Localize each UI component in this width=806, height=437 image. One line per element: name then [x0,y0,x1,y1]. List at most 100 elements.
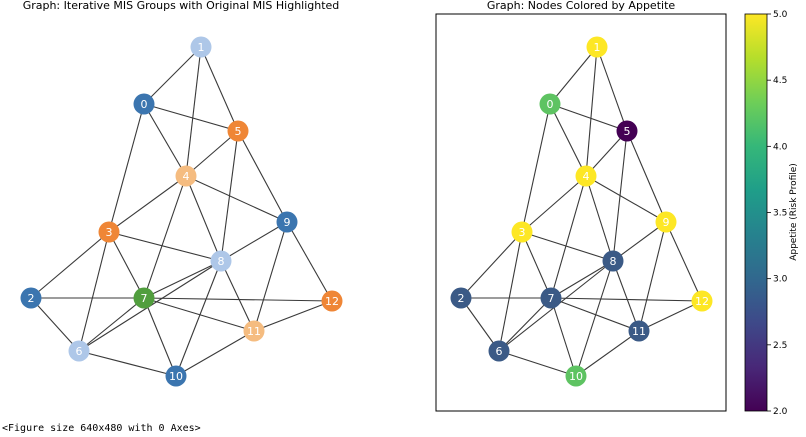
colorbar-tick-label-3.5: 3.5 [773,209,787,219]
right-node-circle-0 [539,93,561,115]
right-node-label-8: 8 [610,255,617,268]
right-edge-2-6 [460,297,500,352]
left-edge-7-6 [78,297,145,352]
left-edge-8-7 [143,260,222,299]
colorbar-ticks: 2.02.53.03.54.04.55.0 [767,10,788,417]
right-edge-7-10 [550,297,577,377]
left-edge-0-4 [143,103,187,177]
colorbar-tick-label-2.0: 2.0 [773,407,788,417]
right-edge-7-11 [550,297,640,332]
left-node-label-9: 9 [284,216,291,229]
left-node-circle-9 [276,211,298,233]
right-edge-3-6 [498,231,523,352]
left-edge-3-7 [108,231,145,299]
left-edge-0-1 [143,46,202,105]
left-edge-3-6 [78,231,110,352]
left-edge-9-11 [253,221,288,332]
right-node-3: 3 [511,221,533,243]
right-node-circle-9 [655,211,677,233]
left-edge-5-4 [185,130,239,177]
left-edge-4-7 [143,175,187,299]
colorbar-label: Appetite (Risk Profile) [789,163,799,261]
right-node-4: 4 [575,165,597,187]
left-edge-7-12 [143,297,333,302]
left-node-1: 1 [190,36,212,58]
left-edge-4-8 [185,175,222,262]
left-node-label-5: 5 [235,125,242,138]
right-edge-1-5 [596,46,628,132]
figure-size-output: <Figure size 640x480 with 0 Axes> [2,423,201,434]
left-node-11: 11 [243,320,265,342]
colorbar-tick-label-5.0: 5.0 [773,10,788,20]
left-node-circle-4 [175,165,197,187]
left-edge-9-8 [220,221,288,262]
right-edge-0-1 [549,46,598,105]
right-node-circle-10 [565,365,587,387]
left-node-4: 4 [175,165,197,187]
right-node-label-4: 4 [583,170,590,183]
left-edge-11-12 [253,300,333,332]
left-node-label-0: 0 [141,98,148,111]
left-node-9: 9 [276,211,298,233]
right-edge-5-9 [626,130,667,223]
left-node-circle-12 [321,290,343,312]
right-node-0: 0 [539,93,561,115]
right-node-label-0: 0 [547,98,554,111]
right-edge-6-10 [498,350,577,377]
left-node-7: 7 [133,287,155,309]
left-node-0: 0 [133,93,155,115]
right-edge-0-3 [521,103,551,233]
left-node-circle-2 [20,287,42,309]
right-node-12: 12 [691,290,713,312]
right-node-label-3: 3 [519,226,526,239]
left-node-label-2: 2 [28,292,35,305]
right-graph-title: Graph: Nodes Colored by Appetite [487,0,676,12]
left-node-10: 10 [165,365,187,387]
left-node-5: 5 [227,120,249,142]
right-edge-3-7 [521,231,552,299]
left-edge-2-6 [30,297,80,352]
right-node-8: 8 [602,250,624,272]
right-edge-3-2 [460,231,523,299]
right-edge-1-4 [585,46,598,177]
right-graph-edges [460,46,703,377]
left-node-circle-0 [133,93,155,115]
left-edge-1-5 [200,46,239,132]
colorbar-tick-label-3.0: 3.0 [773,275,788,285]
right-edge-7-12 [550,297,703,302]
left-edge-3-2 [30,231,110,299]
right-node-circle-5 [616,120,638,142]
left-edge-8-11 [220,260,255,332]
right-node-6: 6 [488,340,510,362]
colorbar-tick-label-4.5: 4.5 [773,76,787,86]
right-edge-9-12 [665,221,703,302]
left-node-12: 12 [321,290,343,312]
right-node-circle-6 [488,340,510,362]
right-node-circle-11 [628,320,650,342]
left-node-label-7: 7 [141,292,148,305]
left-node-8: 8 [210,250,232,272]
left-node-label-10: 10 [169,370,183,383]
right-node-label-1: 1 [594,41,601,54]
right-node-11: 11 [628,320,650,342]
right-node-10: 10 [565,365,587,387]
right-node-circle-12 [691,290,713,312]
right-edge-8-11 [612,260,640,332]
right-edge-4-3 [521,175,587,233]
right-edge-9-11 [638,221,667,332]
right-node-label-2: 2 [458,292,465,305]
right-graph-frame [435,13,727,412]
left-edge-6-10 [78,350,177,377]
left-graph-title: Graph: Iterative MIS Groups with Origina… [23,0,340,12]
left-node-label-4: 4 [183,170,190,183]
right-edge-9-8 [612,221,667,262]
right-node-circle-7 [540,287,562,309]
left-edge-7-11 [143,297,255,332]
colorbar-tick-label-4.0: 4.0 [773,142,788,152]
left-edge-0-5 [143,103,239,132]
left-node-label-1: 1 [198,41,205,54]
right-node-label-5: 5 [624,125,631,138]
right-node-label-11: 11 [632,325,646,338]
colorbar [744,13,768,412]
